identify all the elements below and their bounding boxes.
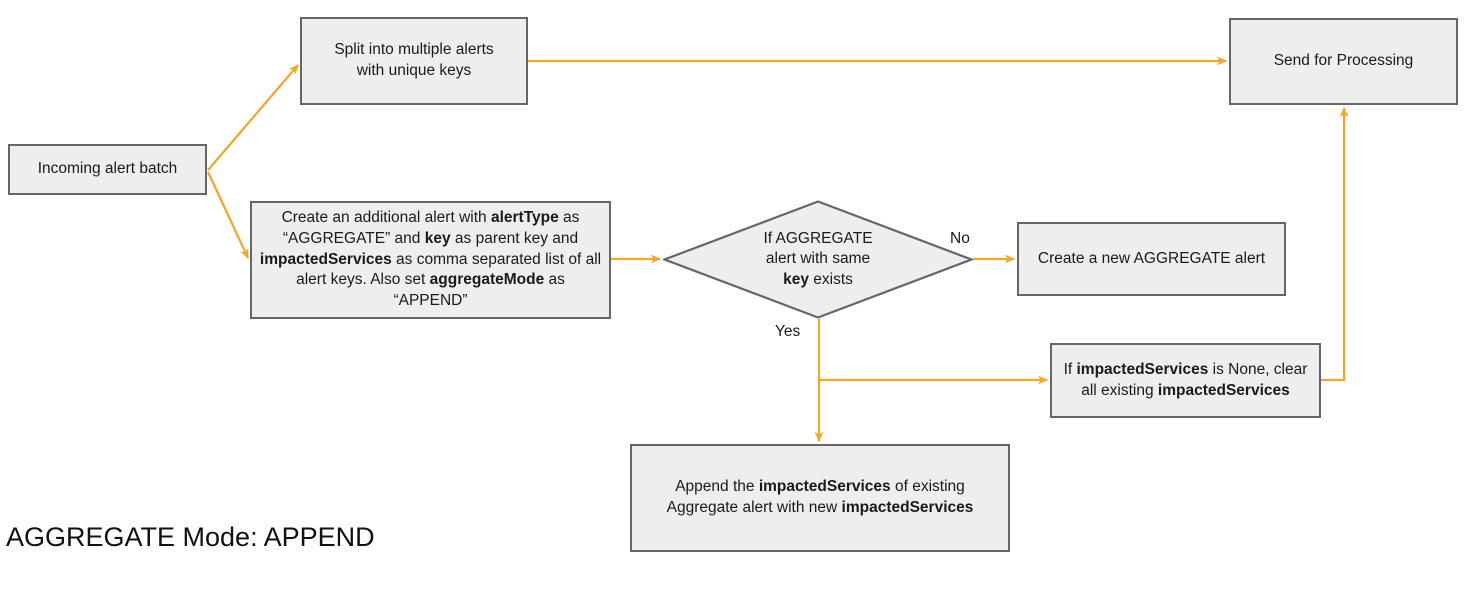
edge-label-yes: Yes [775,323,801,340]
edge-incoming-to-create-additional [207,171,249,259]
node-create-new-aggregate-alert-label: Create a new AGGREGATE alert [1037,249,1266,267]
edge-label-no: No [950,230,970,247]
node-create-new-aggregate-alert[interactable]: Create a new AGGREGATE alert [1017,222,1286,296]
page-title: AGGREGATE Mode: APPEND [6,522,375,552]
decision-line-2: alert with same [765,250,871,268]
node-split-line-2: with unique keys [356,62,472,79]
node-send-for-processing[interactable]: Send for Processing [1229,18,1458,105]
node-incoming-alert-batch-label: Incoming alert batch [37,160,178,178]
decision-line-1: If AGGREGATE [763,229,873,247]
node-create-additional-alert-text: Create an additional alert with alertTyp… [259,209,602,309]
decision-line-3-rest: exists [808,270,853,288]
diamond-shape [663,200,973,319]
edge-incoming-to-split [207,64,299,171]
node-split-line-1: Split into multiple alerts [334,41,494,59]
node-append-impacted-services-text: Append the impactedServices of existing … [666,478,974,516]
node-incoming-alert-batch[interactable]: Incoming alert batch [8,144,207,195]
node-split-into-multiple-alerts[interactable]: Split into multiple alerts with unique k… [300,17,528,105]
node-create-additional-alert[interactable]: Create an additional alert with alertTyp… [250,201,611,319]
node-send-for-processing-label: Send for Processing [1273,52,1414,70]
node-append-impacted-services[interactable]: Append the impactedServices of existing … [630,444,1010,552]
node-clear-impacted-services[interactable]: If impactedServices is None, clear all e… [1050,343,1321,418]
node-clear-impacted-services-text: If impactedServices is None, clear all e… [1063,360,1308,399]
node-decision-aggregate-exists[interactable]: If AGGREGATE alert with same key exists [663,200,973,319]
edge-clear-impacted-to-send [1321,107,1349,382]
decision-line-3-bold: key [783,270,809,288]
